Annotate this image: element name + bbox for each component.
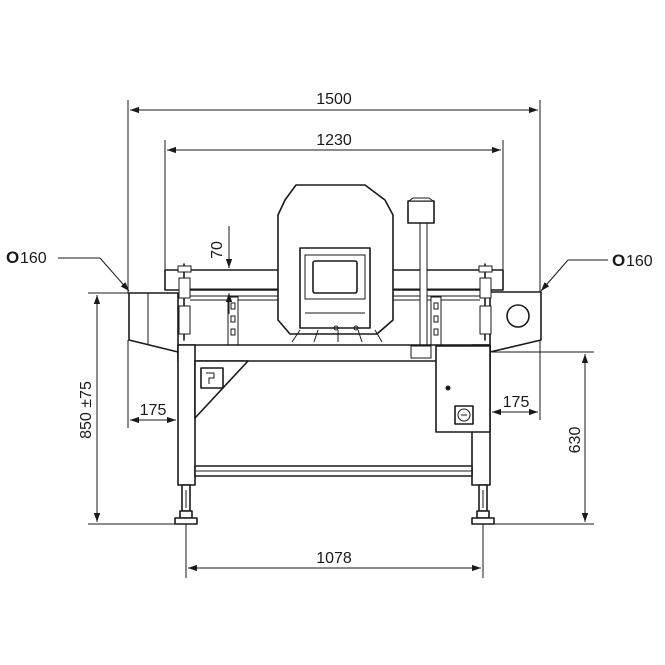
control-cabinet (410, 345, 491, 433)
control-height-label: 630 (567, 427, 584, 454)
dimension-pipe-offset: 70 (209, 226, 233, 314)
roller-circle-icon (506, 304, 530, 328)
metal-detector-machine (128, 184, 542, 525)
roller-left-value: 160 (20, 250, 47, 267)
dimension-overall-width: 1500 (127, 91, 541, 293)
roller-left-symbol: O (6, 248, 19, 267)
dimension-left-offset: 175 (127, 340, 176, 428)
left-offset-label: 175 (140, 402, 167, 419)
leg-left (177, 344, 196, 486)
right-offset-label: 175 (503, 394, 530, 411)
roller-callout-right: O 160 (540, 251, 653, 292)
clamp-right (478, 263, 493, 341)
foot-right (471, 484, 495, 525)
detector-head (277, 184, 394, 343)
dimension-conveyor-height: 850 ±75 (78, 292, 175, 525)
clamp-left (177, 263, 192, 341)
main-switch-icon (454, 405, 474, 425)
power-plug-icon (200, 367, 224, 389)
infeed-section-left (128, 292, 179, 353)
guide-plate-right (430, 296, 442, 346)
foot-left (174, 484, 198, 525)
signal-lamp (407, 197, 435, 349)
dimension-right-offset: 175 (492, 340, 541, 420)
frame-width-label: 1230 (316, 132, 352, 149)
roller-right-symbol: O (612, 251, 625, 270)
display-screen (312, 260, 358, 294)
dimension-control-height: 630 (492, 351, 594, 525)
dimension-frame-width: 1230 (164, 132, 504, 270)
overall-width-label: 1500 (316, 91, 352, 108)
outfeed-section-right (489, 291, 542, 353)
conveyor-height-label: 850 ±75 (78, 381, 95, 439)
roller-callout-left: O 160 (6, 248, 130, 292)
dimension-feet-span: 1078 (185, 524, 484, 578)
feet-span-label: 1078 (316, 550, 352, 567)
pipe-offset-label: 70 (209, 241, 226, 259)
roller-right-value: 160 (626, 253, 653, 270)
